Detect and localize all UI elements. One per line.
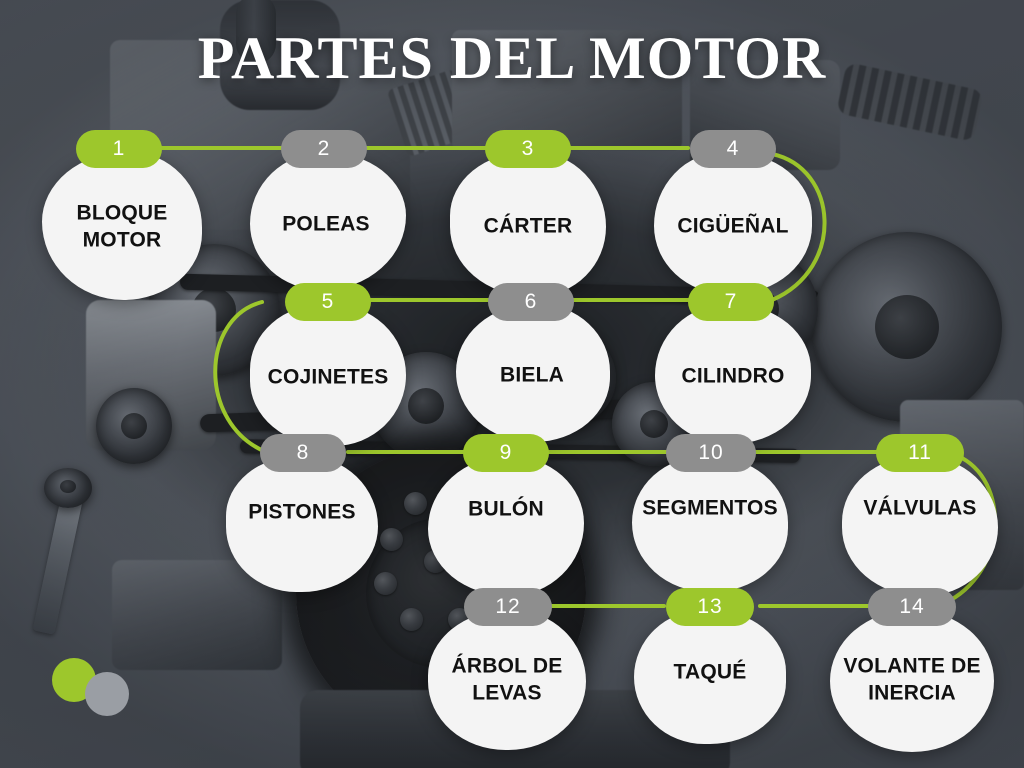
part-number-badge[interactable]: 4 bbox=[690, 130, 776, 168]
part-label: CIGÜEÑAL bbox=[638, 212, 828, 239]
part-number: 5 bbox=[321, 290, 335, 313]
part-label-line: VÁLVULAS bbox=[863, 496, 977, 520]
part-number: 10 bbox=[698, 441, 724, 464]
part-number-badge[interactable]: 12 bbox=[464, 588, 552, 626]
part-number-badge[interactable]: 1 bbox=[76, 130, 162, 168]
blob-shape bbox=[226, 456, 378, 592]
part-label-line: POLEAS bbox=[282, 212, 370, 236]
part-number: 1 bbox=[112, 137, 126, 160]
decorative-dots bbox=[52, 658, 162, 728]
blob-shape bbox=[842, 456, 998, 596]
part-number: 3 bbox=[521, 137, 535, 160]
part-number-badge[interactable]: 7 bbox=[688, 283, 774, 321]
part-number-badge[interactable]: 13 bbox=[666, 588, 754, 626]
part-number-badge[interactable]: 6 bbox=[488, 283, 574, 321]
photo-cap-left bbox=[44, 468, 92, 508]
page-title: PARTES DEL MOTOR bbox=[197, 25, 827, 91]
part-number-badge[interactable]: 5 bbox=[285, 283, 371, 321]
part-number: 7 bbox=[724, 290, 738, 313]
part-label: VOLANTE DE INERCIA bbox=[817, 653, 1007, 708]
decorative-dot-gray bbox=[85, 672, 129, 716]
part-label: VÁLVULAS bbox=[825, 494, 1015, 521]
part-label-line: BLOQUE bbox=[76, 201, 168, 225]
part-number-badge[interactable]: 2 bbox=[281, 130, 367, 168]
part-label-line: VOLANTE DE bbox=[843, 654, 981, 678]
part-number: 13 bbox=[697, 595, 723, 618]
part-label: BULÓN bbox=[411, 495, 601, 522]
part-label: BLOQUE MOTOR bbox=[27, 200, 217, 255]
part-number: 12 bbox=[495, 595, 521, 618]
part-label: POLEAS bbox=[231, 210, 421, 237]
part-number: 6 bbox=[524, 290, 538, 313]
blob-shape bbox=[830, 610, 994, 752]
blob-shape bbox=[428, 610, 586, 750]
part-label: COJINETES bbox=[233, 363, 423, 390]
part-label-line: TAQUÉ bbox=[673, 660, 747, 684]
photo-idler-pulley-left bbox=[96, 388, 172, 464]
blob-shape bbox=[655, 304, 811, 444]
blob-shape bbox=[250, 304, 406, 446]
blob-shape bbox=[654, 152, 812, 294]
part-label: PISTONES bbox=[207, 498, 397, 525]
blob-shape bbox=[250, 152, 406, 290]
part-number: 8 bbox=[296, 441, 310, 464]
blob-shape bbox=[632, 456, 788, 592]
blob-shape bbox=[456, 304, 610, 442]
part-label: SEGMENTOS bbox=[615, 494, 805, 521]
part-number-badge[interactable]: 9 bbox=[463, 434, 549, 472]
part-label: TAQUÉ bbox=[615, 658, 805, 685]
blob-shape bbox=[428, 456, 584, 596]
part-number-badge[interactable]: 11 bbox=[876, 434, 964, 472]
part-number: 2 bbox=[317, 137, 331, 160]
part-label-line: SEGMENTOS bbox=[642, 496, 778, 520]
part-label-line: BIELA bbox=[500, 363, 564, 387]
part-label-line: CIGÜEÑAL bbox=[677, 214, 789, 238]
blob-shape bbox=[450, 152, 606, 296]
part-label-line: LEVAS bbox=[472, 682, 542, 705]
part-number-badge[interactable]: 10 bbox=[666, 434, 756, 472]
part-number: 4 bbox=[726, 137, 740, 160]
part-label-line: CÁRTER bbox=[483, 214, 573, 238]
part-number-badge[interactable]: 14 bbox=[868, 588, 956, 626]
photo-crank-pulley-large bbox=[812, 232, 1002, 422]
part-label: ÁRBOL DE LEVAS bbox=[412, 653, 602, 708]
blob-shape bbox=[42, 152, 202, 300]
part-label: CÁRTER bbox=[433, 212, 623, 239]
part-label-line: CILINDRO bbox=[681, 364, 785, 388]
part-label-line: COJINETES bbox=[267, 365, 389, 389]
part-label-line: ÁRBOL DE bbox=[451, 654, 563, 678]
part-number-badge[interactable]: 3 bbox=[485, 130, 571, 168]
part-label: CILINDRO bbox=[638, 362, 828, 389]
part-number: 11 bbox=[908, 441, 932, 464]
blob-shape bbox=[634, 610, 786, 744]
part-label-line: BULÓN bbox=[468, 497, 544, 521]
part-label-line: INERCIA bbox=[868, 682, 956, 705]
part-number-badge[interactable]: 8 bbox=[260, 434, 346, 472]
part-number: 9 bbox=[499, 441, 513, 464]
part-label-line: PISTONES bbox=[248, 500, 356, 524]
part-label-line: MOTOR bbox=[82, 229, 162, 252]
part-label: BIELA bbox=[437, 361, 627, 388]
part-number: 14 bbox=[899, 595, 925, 618]
